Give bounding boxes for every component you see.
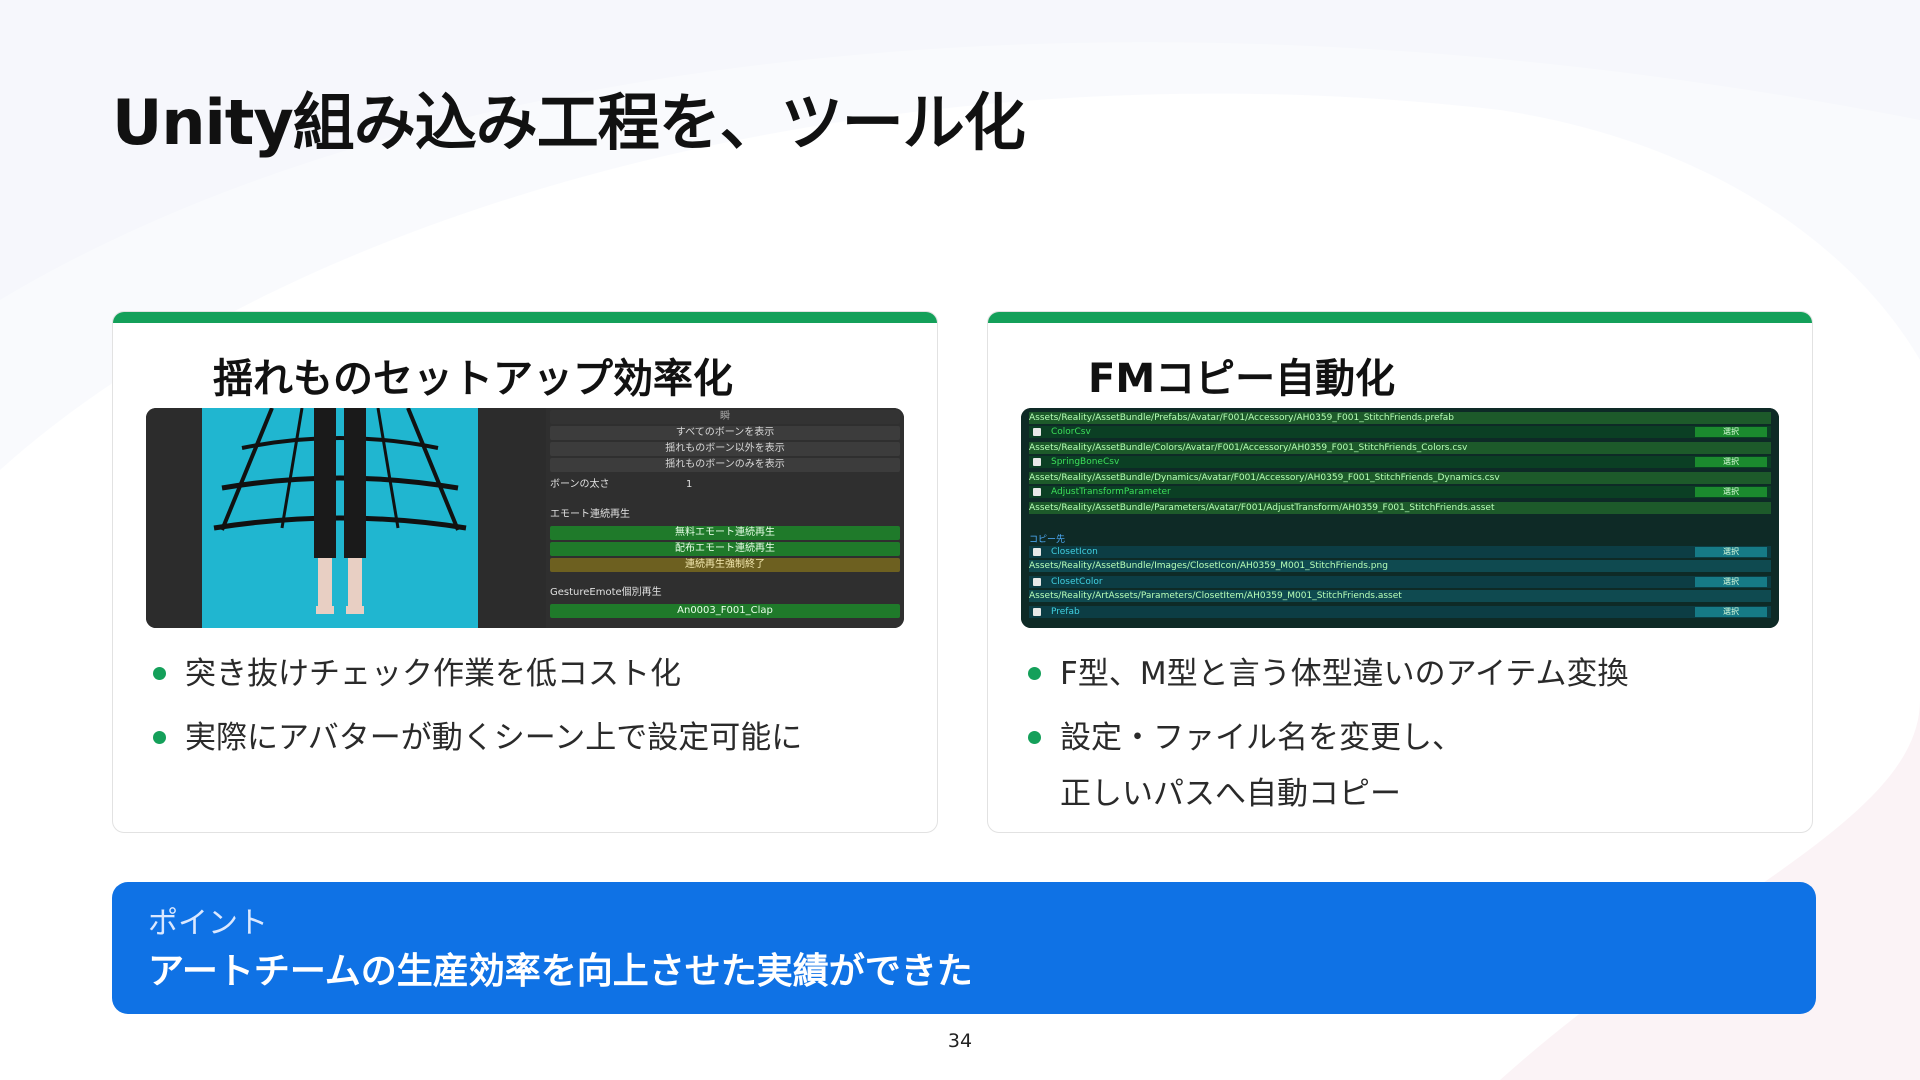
gesture-section-label: GestureEmote個別再生 <box>550 587 662 598</box>
card-title: 揺れものセットアップ効率化 <box>213 356 733 402</box>
card-accent-bar <box>113 312 937 323</box>
select-button[interactable]: 選択 <box>1695 487 1767 497</box>
select-button[interactable]: 選択 <box>1695 457 1767 467</box>
bullet-item: 設定・ファイル名を変更し、 正しいパスへ自動コピー <box>1028 716 1628 816</box>
bullet-item: 突き抜けチェック作業を低コスト化 <box>153 652 802 696</box>
bullet-dot <box>153 667 166 680</box>
card-title: FMコピー自動化 <box>1088 356 1396 402</box>
slide-title: Unity組み込み工程を、ツール化 <box>112 86 1026 159</box>
card-fm-copy: FMコピー自動化 Assets/Reality/AssetBundle/Pref… <box>987 311 1813 833</box>
panel-header: 瞬 <box>550 410 900 424</box>
emote-section-label: エモート連続再生 <box>550 509 630 520</box>
bone-settings-panel: 瞬 すべてのボーンを表示 揺れものボーン以外を表示 揺れものボーンのみを表示 ボ… <box>546 408 904 628</box>
checkbox[interactable] <box>1033 548 1041 556</box>
bullet-text: 実際にアバターが動くシーン上で設定可能に <box>185 720 803 756</box>
copy-destination-label: コピー先 <box>1029 535 1066 545</box>
asset-path-row: Assets/Reality/AssetBundle/Colors/Avatar… <box>1029 442 1771 454</box>
bone-size-value[interactable]: 1 <box>686 479 693 490</box>
bullet-dot <box>153 731 166 744</box>
bullet-item: F型、M型と言う体型違いのアイテム変換 <box>1028 652 1628 696</box>
checkbox[interactable] <box>1033 608 1041 616</box>
asset-item-row[interactable]: ColorCsv 選択 <box>1029 426 1771 438</box>
bullet-text: 突き抜けチェック作業を低コスト化 <box>185 656 681 692</box>
asset-item-row[interactable]: AdjustTransformParameter 選択 <box>1029 486 1771 498</box>
show-non-swing-bones-button[interactable]: 揺れものボーン以外を表示 <box>550 442 900 456</box>
asset-item-row[interactable]: ClosetIcon 選択 <box>1029 546 1771 558</box>
asset-path-row: Assets/Reality/AssetBundle/Prefabs/Avata… <box>1029 412 1771 424</box>
asset-path-row: Assets/Reality/AssetBundle/Dynamics/Avat… <box>1029 472 1771 484</box>
bullet-dot <box>1028 667 1041 680</box>
fm-copy-tool-screenshot: Assets/Reality/AssetBundle/Prefabs/Avata… <box>1021 408 1779 628</box>
avatar-scene-view <box>146 408 546 628</box>
point-label: ポイント <box>148 906 268 941</box>
checkbox[interactable] <box>1033 578 1041 586</box>
force-stop-button[interactable]: 連続再生強制終了 <box>550 558 900 572</box>
asset-path-row: Assets/Reality/AssetBundle/Images/Closet… <box>1029 560 1771 572</box>
asset-item-row[interactable]: SpringBoneCsv 選択 <box>1029 456 1771 468</box>
card-bone-setup: 揺れものセットアップ効率化 瞬 すべてのボーンを表示 <box>112 311 938 833</box>
bullet-text: F型、M型と言う体型違いのアイテム変換 <box>1060 656 1629 692</box>
asset-path-row: Assets/Reality/ArtAssets/Parameters/Clos… <box>1029 590 1771 602</box>
avatar-figure <box>213 408 467 614</box>
show-swing-bones-button[interactable]: 揺れものボーンのみを表示 <box>550 458 900 472</box>
checkbox[interactable] <box>1033 488 1041 496</box>
page-number: 34 <box>947 1030 973 1052</box>
point-callout: ポイント アートチームの生産効率を向上させた実績ができた <box>112 882 1816 1014</box>
fm-copy-panel: Assets/Reality/AssetBundle/Prefabs/Avata… <box>1021 408 1779 628</box>
asset-path-row: Assets/Reality/AssetBundle/Parameters/Av… <box>1029 502 1771 514</box>
bullet-dot <box>1028 731 1041 744</box>
asset-item-row[interactable]: Prefab 選択 <box>1029 606 1771 618</box>
bullet-list: F型、M型と言う体型違いのアイテム変換 設定・ファイル名を変更し、 正しいパスへ… <box>1028 652 1628 832</box>
bullet-item: 実際にアバターが動くシーン上で設定可能に <box>153 716 802 760</box>
select-button[interactable]: 選択 <box>1695 547 1767 557</box>
gesture-clip-button[interactable]: An0003_F001_Clap <box>550 604 900 618</box>
bone-size-label: ボーンの太さ <box>550 479 610 490</box>
select-button[interactable]: 選択 <box>1695 427 1767 437</box>
select-button[interactable]: 選択 <box>1695 607 1767 617</box>
point-text: アートチームの生産効率を向上させた実績ができた <box>148 951 973 992</box>
free-emote-play-button[interactable]: 無料エモート連続再生 <box>550 526 900 540</box>
card-accent-bar <box>988 312 1812 323</box>
asset-item-row[interactable]: ClosetColor 選択 <box>1029 576 1771 588</box>
show-all-bones-button[interactable]: すべてのボーンを表示 <box>550 426 900 440</box>
bullet-list: 突き抜けチェック作業を低コスト化 実際にアバターが動くシーン上で設定可能に <box>153 652 802 780</box>
checkbox[interactable] <box>1033 428 1041 436</box>
bullet-text-continuation: 正しいパスへ自動コピー <box>1060 776 1401 812</box>
bullet-text: 設定・ファイル名を変更し、 <box>1060 720 1463 756</box>
distributed-emote-play-button[interactable]: 配布エモート連続再生 <box>550 542 900 556</box>
select-button[interactable]: 選択 <box>1695 577 1767 587</box>
bone-tool-screenshot: 瞬 すべてのボーンを表示 揺れものボーン以外を表示 揺れものボーンのみを表示 ボ… <box>146 408 904 628</box>
checkbox[interactable] <box>1033 458 1041 466</box>
